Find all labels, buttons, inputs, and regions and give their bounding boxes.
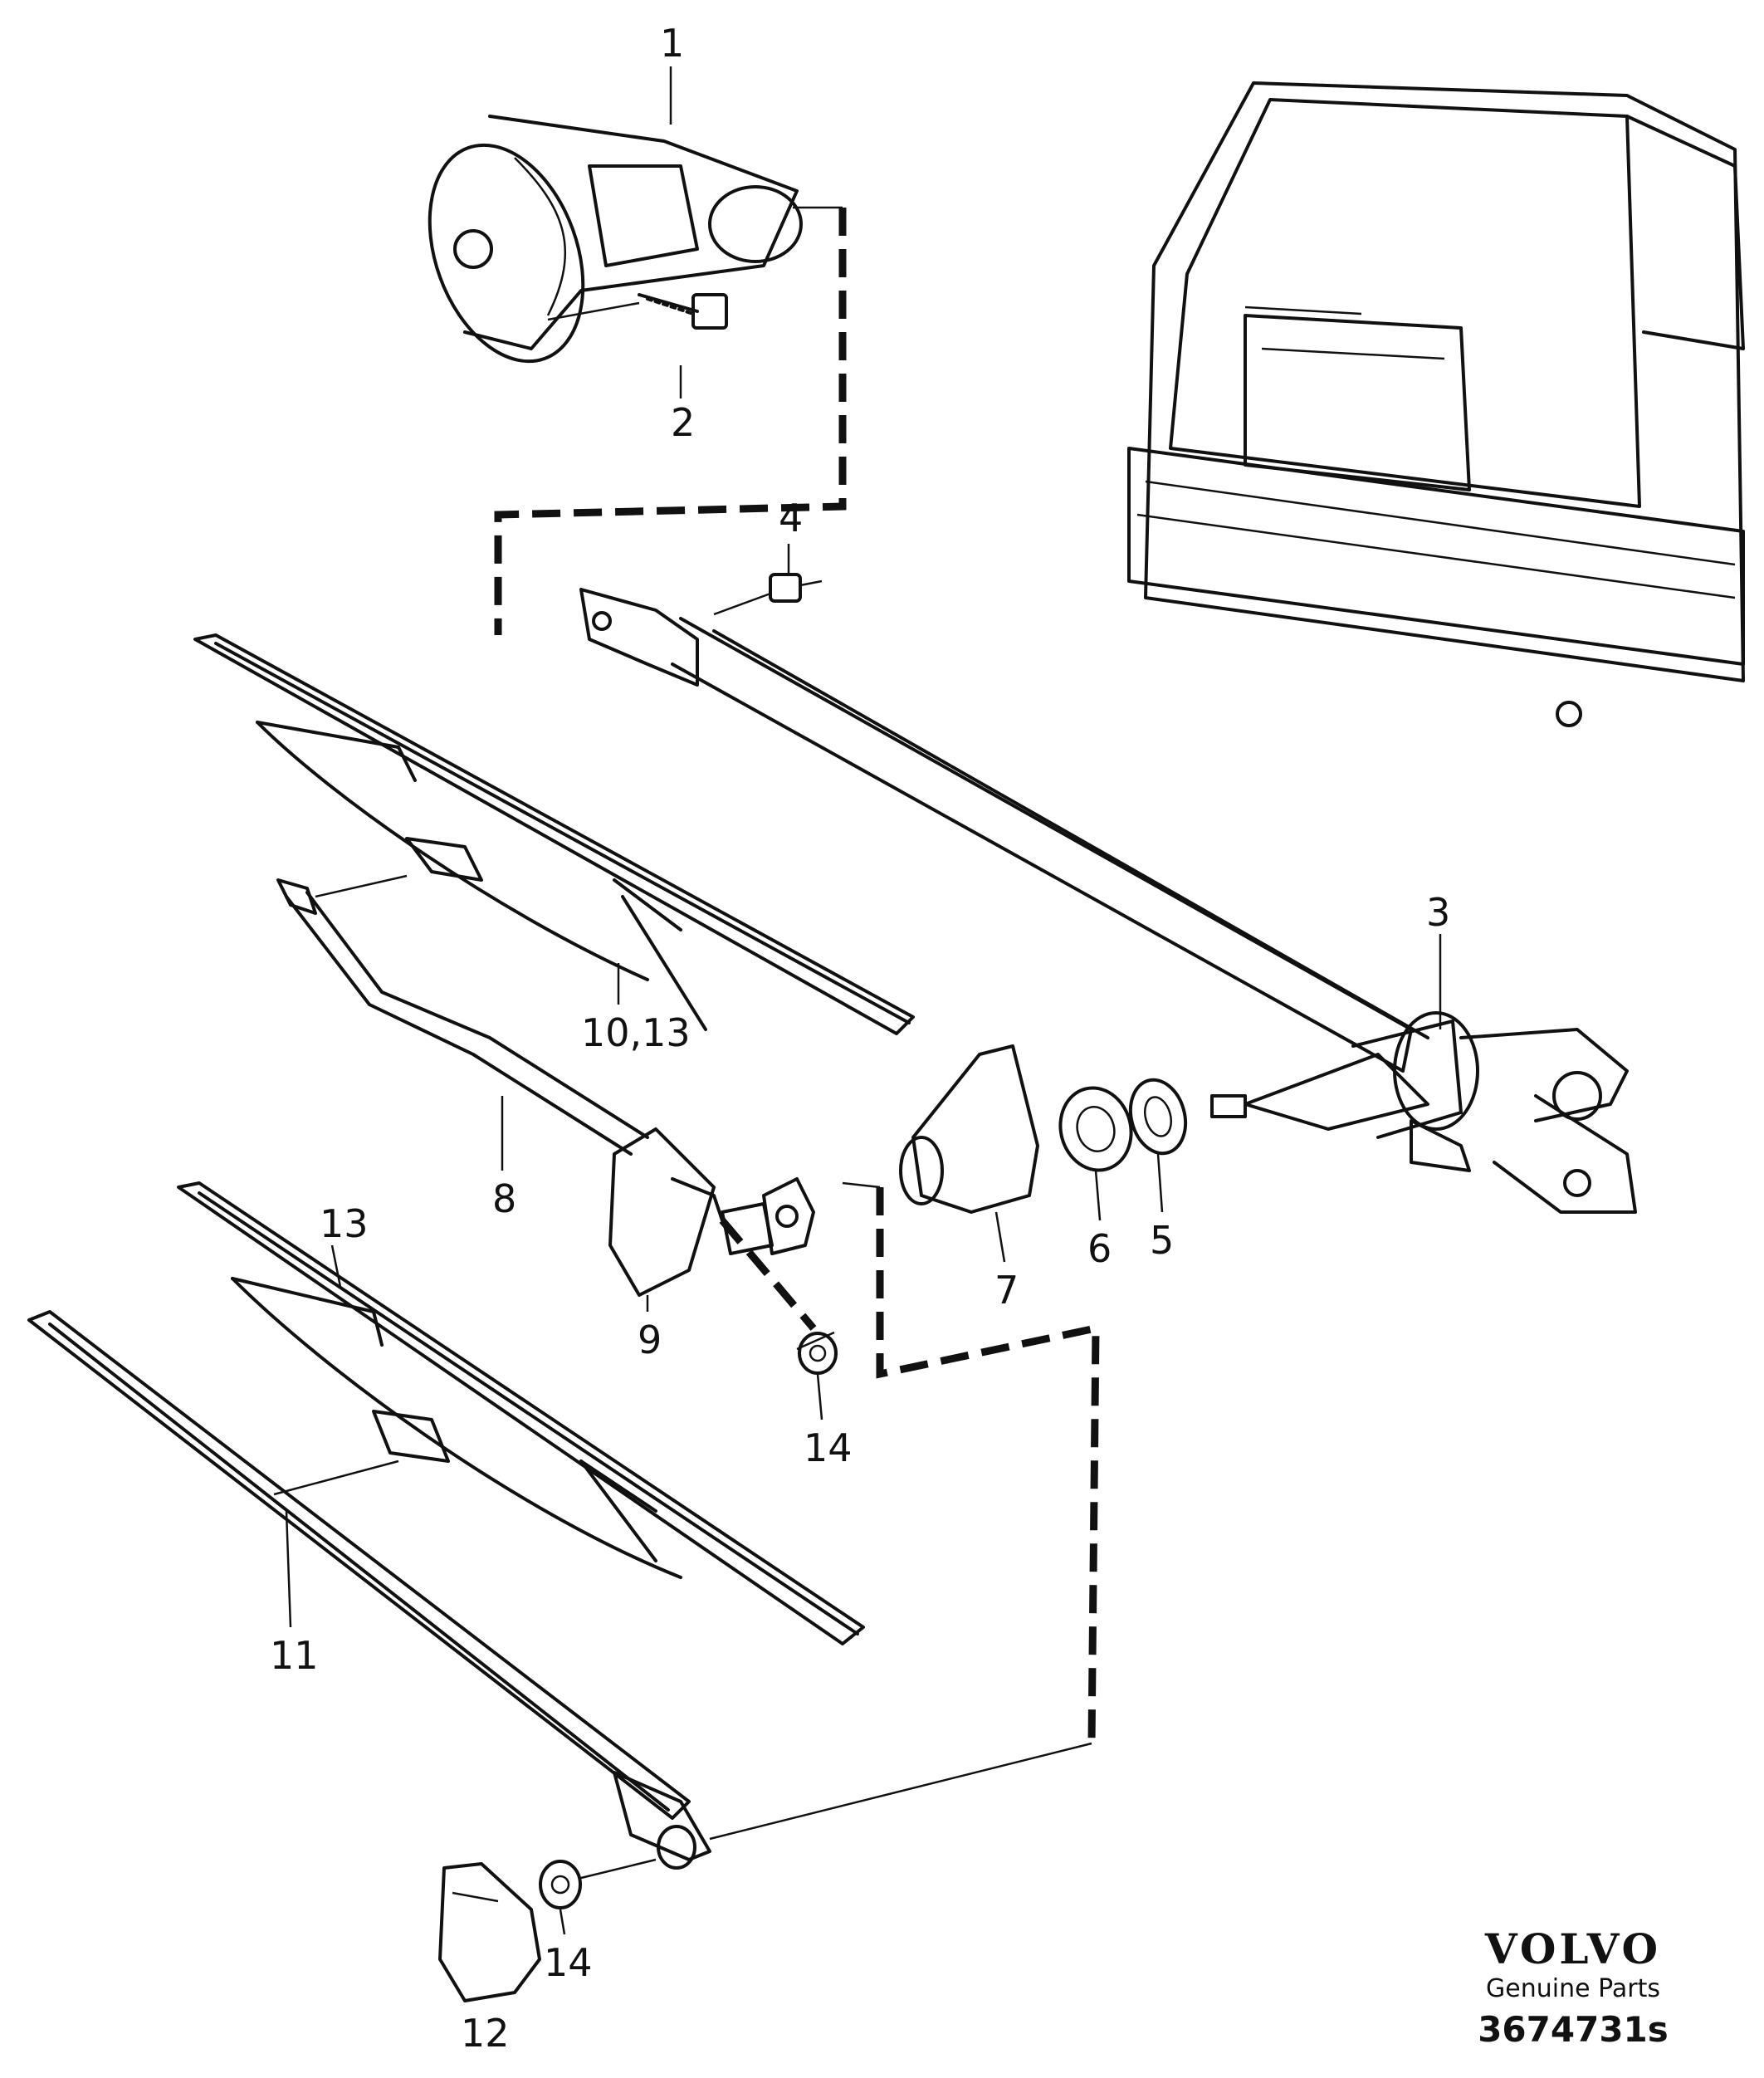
callout-14-upper: 14 xyxy=(804,1425,853,1470)
brand-tagline: Genuine Parts xyxy=(1486,1974,1660,2003)
wiper-blade-part-13 xyxy=(177,1181,865,1645)
nut-part-14-upper xyxy=(796,1331,838,1375)
callout-5: 5 xyxy=(1150,1218,1174,1263)
callout-11: 11 xyxy=(270,1633,319,1678)
diagram-reference-number: 3674731s xyxy=(1478,2009,1669,2050)
nut-part-4 xyxy=(713,573,823,616)
wiper-spindle-assembly xyxy=(1210,1011,1637,1214)
callout-6: 6 xyxy=(1087,1226,1112,1271)
callout-10-13: 10,13 xyxy=(581,1010,691,1055)
nut-part-6 xyxy=(1058,1086,1133,1172)
washer-part-5 xyxy=(1128,1078,1188,1156)
callout-8: 8 xyxy=(492,1176,516,1221)
assembly-dashed-lines xyxy=(494,206,1100,1841)
callout-14-lower: 14 xyxy=(544,1940,593,1985)
leader-lines xyxy=(285,66,1442,1935)
callout-7: 7 xyxy=(994,1268,1019,1313)
callout-3: 3 xyxy=(1426,890,1450,935)
wiper-arm-part-8 xyxy=(276,878,649,1156)
wiper-motor xyxy=(428,115,803,364)
wiper-blade-part-10-13 xyxy=(193,633,915,1035)
car-rear-illustration xyxy=(1127,81,1745,727)
nut-part-14-lower xyxy=(539,1858,657,1909)
callout-9: 9 xyxy=(638,1318,662,1362)
callout-12: 12 xyxy=(461,2011,510,2056)
volvo-logo: VOLVO xyxy=(1484,1924,1662,1973)
callout-4: 4 xyxy=(779,496,803,540)
callout-labels: 1 2 3 4 5 6 7 8 9 10,13 11 12 13 14 14 xyxy=(270,21,1450,2056)
mounting-bolt xyxy=(547,293,728,330)
cap-part-12 xyxy=(438,1862,541,2002)
callout-13: 13 xyxy=(320,1201,369,1246)
arm-head-part-9 xyxy=(608,1127,815,1297)
wiper-linkage-arm xyxy=(579,588,1429,1073)
wiper-arm-part-11 xyxy=(27,1310,711,1870)
rubber-boot-part-7 xyxy=(899,1044,1039,1214)
callout-1: 1 xyxy=(660,21,684,66)
callout-2: 2 xyxy=(671,400,695,445)
